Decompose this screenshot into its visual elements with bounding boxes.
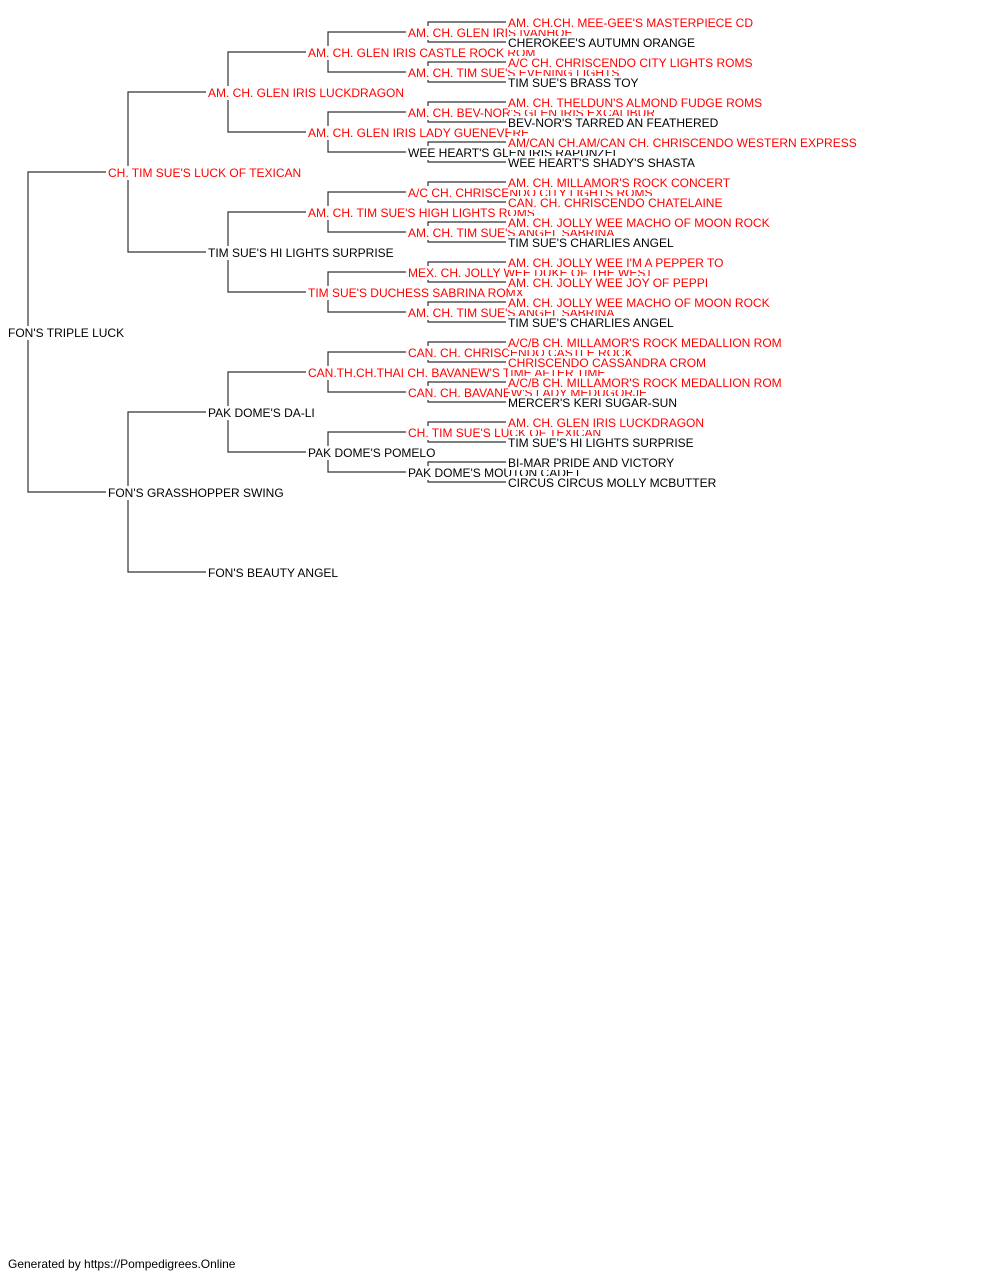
pedigree-node-subject-sire-dam-dam: TIM SUE'S DUCHESS SABRINA ROMX [308,286,526,300]
footer-credit: Generated by https://Pompedigrees.Online [8,1257,236,1271]
connector-subject-dam-dam [127,493,206,573]
pedigree-node-subject-sire-sire-sire-dam-dam: TIM SUE'S BRASS TOY [508,76,641,90]
pedigree-node-subject-sire-sire-dam-sire-dam: BEV-NOR'S TARRED AN FEATHERED [508,116,721,130]
pedigree-node-subject-sire-sire-sire-dam-sire: A/C CH. CHRISCENDO CITY LIGHTS ROMS [508,56,755,70]
connector-subject-sire-dam-sire [227,211,306,253]
pedigree-node-subject-sire-dam-sire-sire-sire: AM. CH. MILLAMOR'S ROCK CONCERT [508,176,733,190]
connector-subject-sire-sire-sire [227,51,306,93]
pedigree-node-subject-dam-sire-sire-dam-sire: A/C/B CH. MILLAMOR'S ROCK MEDALLION ROM [508,376,784,390]
connector-subject-sire-dam [127,173,206,253]
pedigree-node-subject-dam-dam: FON'S BEAUTY ANGEL [208,566,341,580]
connector-subject-dam-sire-dam [227,413,306,453]
pedigree-node-subject-dam: FON'S GRASSHOPPER SWING [108,486,286,500]
pedigree-node-subject-dam-sire-dam-sire-dam: TIM SUE'S HI LIGHTS SURPRISE [508,436,696,450]
pedigree-node-subject: FON'S TRIPLE LUCK [8,326,127,340]
pedigree-node-subject-dam-sire-sire-dam-dam: MERCER'S KERI SUGAR-SUN [508,396,679,410]
pedigree-node-subject-dam-sire-sire-sire-sire: A/C/B CH. MILLAMOR'S ROCK MEDALLION ROM [508,336,784,350]
pedigree-node-subject-dam-sire-sire-sire-dam: CHRISCENDO CASSANDRA CROM [508,356,709,370]
pedigree-node-subject-dam-sire-dam: PAK DOME'S POMELO [308,446,438,460]
pedigree-node-subject-dam-sire-dam-dam-sire: BI-MAR PRIDE AND VICTORY [508,456,677,470]
pedigree-node-subject-sire-dam-dam-sire-sire: AM. CH. JOLLY WEE I'M A PEPPER TO [508,256,726,270]
pedigree-node-subject-sire-sire-sire: AM. CH. GLEN IRIS CASTLE ROCK ROM [308,46,538,60]
pedigree-node-subject-sire-dam-sire: AM. CH. TIM SUE'S HIGH LIGHTS ROMS [308,206,537,220]
pedigree-node-subject-sire-dam-dam-dam-sire: AM. CH. JOLLY WEE MACHO OF MOON ROCK [508,296,772,310]
pedigree-node-subject-dam-sire: PAK DOME'S DA-LI [208,406,317,420]
connector-subject-sire-sire-dam [227,93,306,133]
connector-subject-dam-sire-sire [227,371,306,413]
connector-subject-dam-sire [127,411,206,493]
pedigree-node-subject-dam-sire-dam-dam-dam: CIRCUS CIRCUS MOLLY MCBUTTER [508,476,719,490]
connector-subject-sire-sire [127,91,206,173]
pedigree-node-subject-sire-dam-dam-dam-dam: TIM SUE'S CHARLIES ANGEL [508,316,676,330]
pedigree-node-subject-sire-dam: TIM SUE'S HI LIGHTS SURPRISE [208,246,396,260]
pedigree-node-subject-sire-sire-sire-sire-sire: AM. CH.CH. MEE-GEE'S MASTERPIECE CD [508,16,755,30]
pedigree-node-subject-sire: CH. TIM SUE'S LUCK OF TEXICAN [108,166,304,180]
pedigree-node-subject-sire-sire-dam: AM. CH. GLEN IRIS LADY GUENEVERE [308,126,532,140]
connector-subject-dam [27,333,106,493]
pedigree-node-subject-sire-dam-dam-sire-dam: AM. CH. JOLLY WEE JOY OF PEPPI [508,276,711,290]
connector-subject-sire [27,171,106,333]
pedigree-node-subject-sire-dam-sire-dam-sire: AM. CH. JOLLY WEE MACHO OF MOON ROCK [508,216,772,230]
pedigree-node-subject-sire-sire-dam-dam-sire: AM/CAN CH.AM/CAN CH. CHRISCENDO WESTERN … [508,136,859,150]
pedigree-node-subject-dam-sire-dam-sire-sire: AM. CH. GLEN IRIS LUCKDRAGON [508,416,707,430]
pedigree-node-subject-sire-sire-dam-dam-dam: WEE HEART'S SHADY'S SHASTA [508,156,697,170]
pedigree-node-subject-sire-sire-sire-sire-dam: CHEROKEE'S AUTUMN ORANGE [508,36,697,50]
pedigree-node-subject-sire-sire: AM. CH. GLEN IRIS LUCKDRAGON [208,86,407,100]
pedigree-node-subject-sire-sire-dam-sire-sire: AM. CH. THELDUN'S ALMOND FUDGE ROMS [508,96,765,110]
pedigree-node-subject-sire-dam-sire-dam-dam: TIM SUE'S CHARLIES ANGEL [508,236,676,250]
connector-subject-sire-dam-dam [227,253,306,293]
pedigree-node-subject-sire-dam-sire-sire-dam: CAN. CH. CHRISCENDO CHATELAINE [508,196,725,210]
